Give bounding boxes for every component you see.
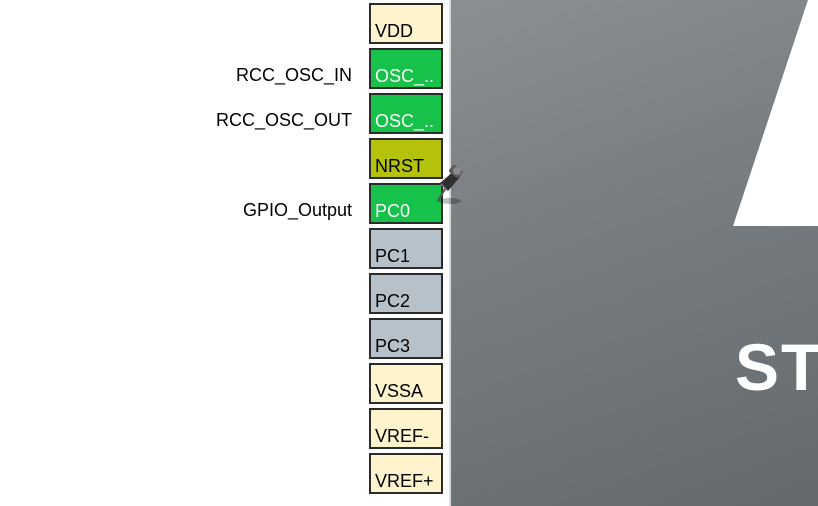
- pin-vssa[interactable]: VSSA: [369, 363, 443, 404]
- pin-osc[interactable]: OSC_..: [369, 93, 443, 134]
- pin-nrst[interactable]: NRST: [369, 138, 443, 179]
- pin-pc0[interactable]: PC0: [369, 183, 443, 224]
- pin-signal-label: GPIO_Output: [242, 200, 352, 220]
- chip-body: ST: [449, 0, 818, 506]
- pin-vref[interactable]: VREF+: [369, 453, 443, 494]
- pushpin-icon: [436, 165, 463, 204]
- pin-vdd[interactable]: VDD: [369, 3, 443, 44]
- pin-osc[interactable]: OSC_..: [369, 48, 443, 89]
- pin-pc1[interactable]: PC1: [369, 228, 443, 269]
- pin-pc2[interactable]: PC2: [369, 273, 443, 314]
- st-logo-text: ST: [735, 330, 818, 404]
- pin-pc3[interactable]: PC3: [369, 318, 443, 359]
- st-logo-shape: [733, 0, 818, 226]
- pin-signal-label: RCC_OSC_IN: [235, 65, 352, 85]
- pin-signal-label: RCC_OSC_OUT: [215, 110, 352, 130]
- pin-vref[interactable]: VREF-: [369, 408, 443, 449]
